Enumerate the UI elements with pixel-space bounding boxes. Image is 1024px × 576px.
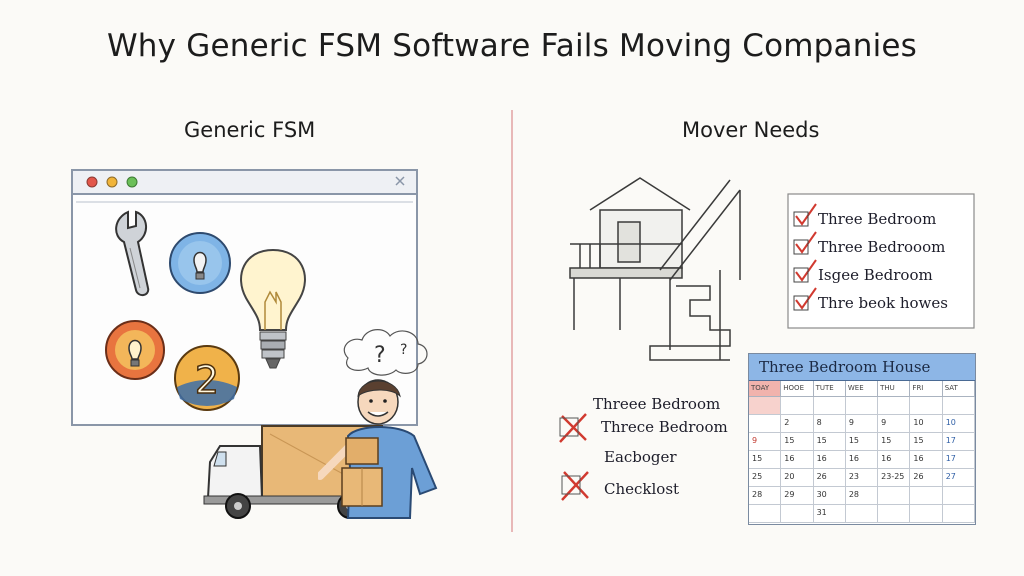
page-title: Why Generic FSM Software Fails Moving Co… (106, 28, 918, 64)
calendar-cell (910, 505, 943, 523)
calendar-cell: 16 (910, 451, 943, 469)
mover-needs-heading: Mover Needs (682, 118, 820, 142)
calendar-title: Three Bedroom House (759, 358, 931, 376)
calendar-cell: 26 (813, 469, 846, 487)
calendar-cell (813, 397, 846, 415)
calendar-cell (781, 505, 814, 523)
calendar-cell: 8 (813, 415, 846, 433)
svg-text:?: ? (400, 342, 407, 358)
calendar-day-header: HOOE (781, 381, 814, 397)
calendar-day-header: TOAY (749, 381, 782, 397)
generic-app-window (71, 169, 418, 426)
calendar-cell: 29 (781, 487, 814, 505)
calendar-cell: 15 (749, 451, 782, 469)
calendar-cell: 15 (910, 433, 943, 451)
calendar-cell: 26 (910, 469, 943, 487)
calendar-cell (910, 397, 943, 415)
calendar-cell (749, 505, 782, 523)
checklist-item: Thre beok howes (818, 294, 948, 312)
calendar-cell (749, 397, 782, 415)
bottom-list-line: Checklost (604, 480, 680, 498)
bottom-list-line: Threce Bedroom (601, 418, 728, 436)
wrench-icon (115, 210, 150, 296)
checklist-item: Three Bedroom (818, 210, 937, 228)
calendar-cell (878, 505, 911, 523)
bulb-badge-icon (169, 232, 231, 294)
calendar-cell: 15 (781, 433, 814, 451)
calendar-cell (878, 397, 911, 415)
question-badge-icon: 2 (174, 345, 240, 411)
calendar-day-header: THU (878, 381, 911, 397)
calendar-cell: 16 (813, 451, 846, 469)
calendar-cell (749, 415, 782, 433)
calendar-cell: 27 (942, 469, 975, 487)
calendar-cell: 16 (845, 451, 879, 469)
bottom-list-line: Eacboger (604, 448, 677, 466)
calendar-cell: 25 (749, 469, 782, 487)
calendar-cell: 31 (813, 505, 846, 523)
calendar-cell: 17 (942, 451, 975, 469)
calendar-cell: 9 (845, 415, 879, 433)
svg-text:2: 2 (195, 358, 219, 402)
calendar-cell: 23-25 (878, 469, 911, 487)
calendar-cell: 20 (781, 469, 814, 487)
bulb-badge-icon (105, 320, 165, 380)
calendar-cell: 28 (749, 487, 782, 505)
calendar-header: Three Bedroom House (749, 354, 975, 381)
calendar-cell (910, 487, 943, 505)
close-icon (395, 176, 405, 186)
checklist-item: Isgee Bedroom (818, 266, 933, 284)
calendar-day-header: TUTE (813, 381, 846, 397)
calendar-cell (845, 505, 879, 523)
calendar-cell: 15 (878, 433, 911, 451)
calendar-cell: 9 (878, 415, 911, 433)
calendar-cell: 28 (845, 487, 879, 505)
boxes (341, 437, 383, 507)
checklist-item: Three Bedrooom (818, 238, 946, 256)
calendar-cell: 10 (942, 415, 975, 433)
x-marks (559, 413, 589, 501)
calendar-cell (845, 397, 879, 415)
calendar-day-header: SAT (942, 381, 975, 397)
calendar-cell: 30 (813, 487, 846, 505)
calendar-cell (781, 397, 814, 415)
calendar-cell (878, 487, 911, 505)
calendar-cell: 10 (910, 415, 943, 433)
calendar-cell: 17 (942, 433, 975, 451)
calendar-cell: 16 (781, 451, 814, 469)
calendar-cell: 15 (845, 433, 879, 451)
window-controls (86, 176, 138, 188)
calendar-cell (942, 505, 975, 523)
calendar-day-header: WEE (845, 381, 879, 397)
generic-fsm-heading: Generic FSM (184, 118, 316, 142)
calendar-cell: 9 (749, 433, 782, 451)
calendar-day-header: FRI (910, 381, 943, 397)
calendar-cell: 2 (781, 415, 814, 433)
calendar-cell: 15 (813, 433, 846, 451)
calendar-cell: 23 (845, 469, 879, 487)
calendar-cell (942, 487, 975, 505)
calendar-cell (942, 397, 975, 415)
staircase-house-sketch (569, 177, 741, 361)
center-divider (511, 110, 513, 532)
bottom-list-line: Threee Bedroom (593, 395, 721, 413)
lightbulb-icon (240, 248, 306, 369)
calendar-cell: 16 (878, 451, 911, 469)
checklist-card (787, 193, 975, 329)
thought-cloud-icon: ? ? (343, 329, 428, 376)
svg-text:?: ? (374, 343, 386, 368)
